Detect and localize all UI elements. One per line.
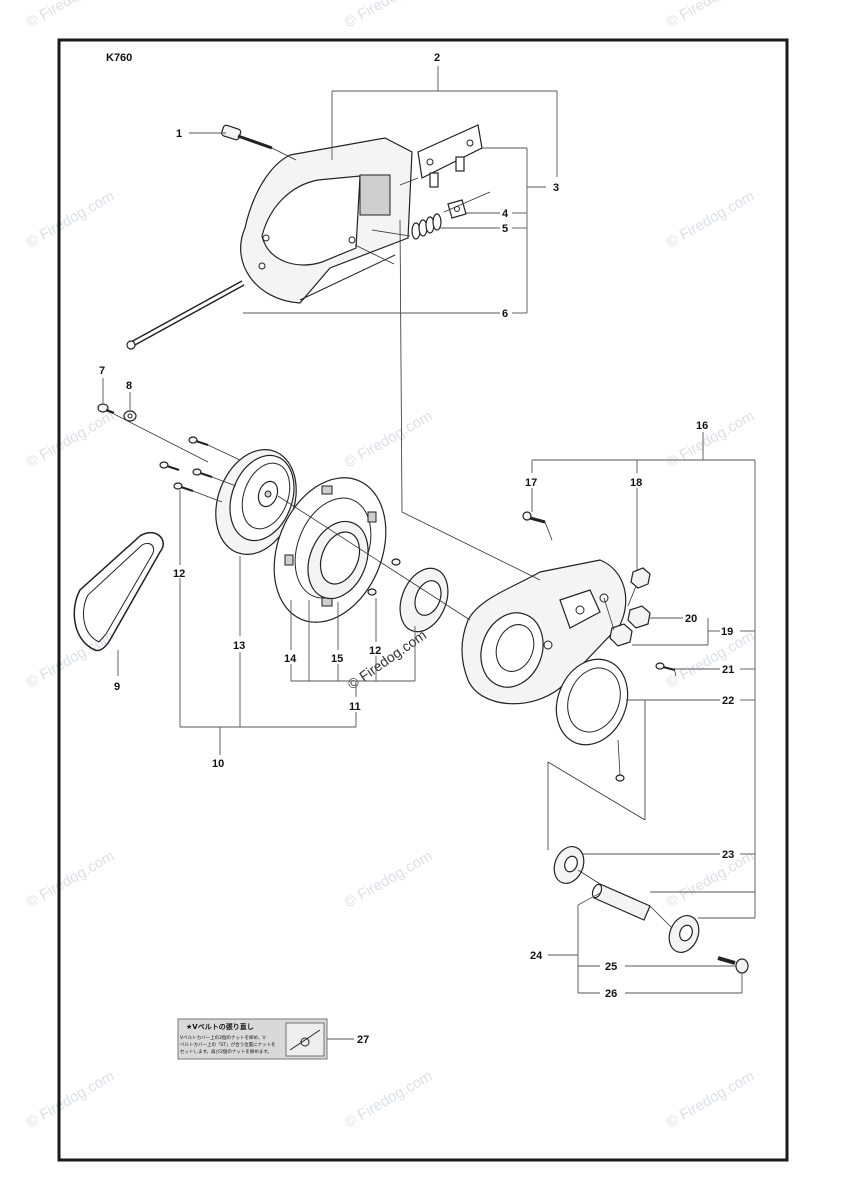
watermark: © Firedog.com [342,0,436,31]
nut-part-20 [609,605,651,647]
decal-title: ★Vベルトの張り直し [186,1022,254,1031]
screw-part-17 [522,511,546,524]
hub-part-15 [307,520,369,600]
model-label: K760 [106,52,132,64]
v-belt-part-9 [73,531,164,652]
watermark: © Firedog.com [664,0,758,31]
callout-17: 17 [525,477,537,489]
callout-25: 25 [605,961,617,973]
nut-part-18 [630,567,651,589]
callout-2: 2 [434,52,440,64]
callout-24: 24 [530,950,543,962]
callout-20: 20 [685,613,697,625]
watermark: © Firedog.com [24,847,118,911]
plate-part-3 [417,124,483,188]
leader-lines [102,66,756,1040]
callout-labels: 1 2 3 4 5 6 7 8 9 10 11 12 12 13 14 15 1… [99,52,734,1046]
shaft-part-24 [591,883,651,921]
callout-11: 11 [349,701,361,713]
callout-8: 8 [126,380,132,392]
decal-line: Vベルトカバー上の2個のナットを締め、V [180,1034,266,1041]
bolt-part-1 [221,124,273,150]
watermark: © Firedog.com [24,187,118,251]
washer-part-8 [123,410,137,422]
callout-19: 19 [721,626,733,638]
decal-part-27: ★Vベルトの張り直し Vベルトカバー上の2個のナットを締め、V ベルトカバー上の… [177,1018,328,1060]
watermark: © Firedog.com [342,1067,436,1131]
callout-10: 10 [212,758,224,770]
watermark: © Firedog.com [664,187,758,251]
spring-part-5 [411,213,442,240]
watermark: © Firedog.com [24,1067,118,1131]
callout-15: 15 [331,653,343,665]
watermark: © Firedog.com [24,0,118,31]
callout-13: 13 [233,640,245,652]
belt-guard-arm-part-16 [461,559,627,705]
callout-21: 21 [722,664,734,676]
bolt-part-25 [717,956,749,974]
page-frame [57,38,789,1162]
bearing-part-23 [553,846,585,884]
flange-part [367,558,449,633]
callout-12-right: 12 [369,645,381,657]
watermark: © Firedog.com [664,627,758,691]
watermark: © Firedog.com [664,407,758,471]
callout-23: 23 [722,849,734,861]
watermark: © Firedog.com [664,847,758,911]
belt-guard-cover-part-2 [240,137,413,304]
screw-part-7 [97,403,115,415]
decal-line: ベルトカバー上の「ST」が合う位置にナットを [180,1041,276,1048]
small-bolts-part-12 [159,436,213,492]
callout-6: 6 [502,308,508,320]
callout-7: 7 [99,365,105,377]
bearing-part-24b [668,915,700,953]
screw-part-21 [655,662,676,671]
rod-part-6 [126,280,245,350]
watermark-center: © Firedog.com [345,627,430,693]
assembly-lines [113,147,677,929]
callout-16: 16 [696,420,708,432]
watermark: © Firedog.com [664,1067,758,1131]
callout-1: 1 [176,128,182,140]
callout-14: 14 [284,653,297,665]
watermark: © Firedog.com [24,407,118,471]
callout-9: 9 [114,681,120,693]
callout-27: 27 [357,1034,369,1046]
watermark: © Firedog.com [342,407,436,471]
watermark: © Firedog.com [342,847,436,911]
callout-4: 4 [502,208,509,220]
callout-26: 26 [605,988,617,1000]
ring-part-22 [555,658,629,782]
decal-line: セットします。再び2個のナットを締めます。 [180,1048,272,1055]
callout-3: 3 [553,182,559,194]
callout-12-left: 12 [173,568,185,580]
callout-18: 18 [630,477,642,489]
callout-5: 5 [502,223,508,235]
callout-22: 22 [722,695,734,707]
pulley-part-13 [215,449,297,555]
